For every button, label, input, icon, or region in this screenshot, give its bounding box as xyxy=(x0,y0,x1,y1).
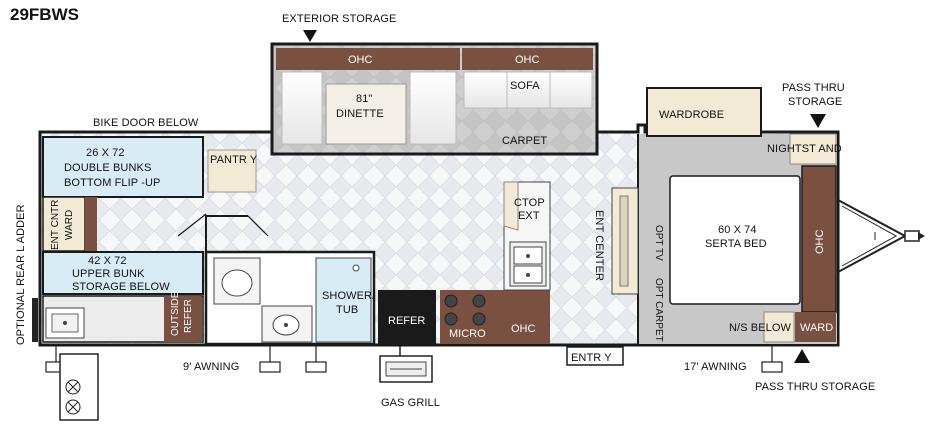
gas-grill-icon xyxy=(379,345,433,383)
sofa xyxy=(463,71,593,109)
dinette-bench-left xyxy=(281,71,323,145)
double-bunks-label: DOUBLE BUNKS xyxy=(64,162,151,174)
ohc-sofa-cabinet xyxy=(462,48,593,70)
carpet-label: CARPET xyxy=(502,135,547,147)
dinette-size-label: 81" xyxy=(356,93,372,105)
micro-label: MICRO xyxy=(449,328,486,340)
dinette-label: DINETTE xyxy=(336,108,384,120)
awning-9-label: 9' AWNING xyxy=(183,361,239,373)
ns-below-label: N/S BELOW xyxy=(729,322,792,334)
bathroom: SHOWER/ TUB xyxy=(177,213,376,346)
bedroom-ward xyxy=(795,312,836,342)
ward-bedroom-label: WARD xyxy=(800,322,833,334)
ohc-dinette-label: OHC xyxy=(348,54,373,66)
ent-cntr-ward xyxy=(42,196,86,252)
ohc-kitchen-label: OHC xyxy=(511,323,536,335)
refrigerator xyxy=(378,290,436,344)
pass-thru-top-label-1: PASS THRU xyxy=(782,82,845,94)
pass-thru-top-arrow-icon xyxy=(810,114,826,128)
kitchen-ohc xyxy=(498,290,550,344)
pantry xyxy=(207,149,257,193)
refer-label: REFER xyxy=(388,315,425,327)
double-bunks xyxy=(42,136,204,198)
ohc-dinette-cabinet xyxy=(276,48,460,70)
outside-refer-label-2: REFER xyxy=(183,299,194,333)
exterior-storage-label: EXTERIOR STORAGE xyxy=(282,13,396,25)
bottom-flip-label: BOTTOM FLIP -UP xyxy=(64,177,160,189)
ext-label: EXT xyxy=(518,210,540,222)
dinette-bench-right xyxy=(409,71,457,145)
model-name: 29FBWS xyxy=(10,5,79,24)
ward-bunk-label: WARD xyxy=(64,210,75,240)
ohc-sofa-label: OHC xyxy=(515,54,540,66)
sofa-label: SOFA xyxy=(510,80,540,92)
pass-thru-bottom-label: PASS THRU STORAGE xyxy=(755,381,875,393)
queen-bed xyxy=(669,175,801,305)
serta-bed-label: SERTA BED xyxy=(705,238,767,250)
nightstand-top xyxy=(789,133,837,165)
bedroom-ohc xyxy=(801,165,837,313)
ctop-label: CTOP xyxy=(514,197,545,209)
outside-refer xyxy=(164,296,202,342)
shower-label: SHOWER/ xyxy=(322,290,376,302)
opt-tv-label: OPT TV xyxy=(653,225,664,261)
bed-size-label: 60 X 74 xyxy=(718,224,757,236)
upper-bunk-size-label: 42 X 72 xyxy=(88,255,127,267)
nightstand-label: NIGHTST AND xyxy=(767,143,842,155)
outside-refer-label-1: OUTSIDE xyxy=(170,291,181,336)
pass-thru-top-label-2: STORAGE xyxy=(788,96,842,108)
propane-tanks-icon xyxy=(59,353,99,421)
bike-door-label: BIKE DOOR BELOW xyxy=(93,117,199,129)
upper-bunk xyxy=(42,251,204,295)
slide-out-living: OHC 81" DINETTE OHC SOFA CARPET xyxy=(270,42,599,156)
wardrobe-label: WARDROBE xyxy=(659,109,724,121)
trailer-hitch xyxy=(837,199,925,273)
ohc-bedroom-label: OHC xyxy=(814,230,826,255)
wardrobe xyxy=(646,87,762,137)
storage-below-label: STORAGE BELOW xyxy=(72,281,170,293)
entry-label: ENTR Y xyxy=(571,352,612,364)
gas-grill-label: GAS GRILL xyxy=(381,397,440,409)
pantry-label: PANTR Y xyxy=(210,154,258,166)
nightstand-bottom xyxy=(763,311,795,343)
exterior-storage-arrow-icon xyxy=(303,30,317,42)
optional-ladder-label: OPTIONAL REAR L ADDER xyxy=(15,204,27,345)
pass-thru-bottom-arrow-icon xyxy=(794,349,810,363)
upper-bunk-label: UPPER BUNK xyxy=(72,268,145,280)
dinette-table xyxy=(325,83,407,145)
opt-carpet-label: OPT CARPET xyxy=(653,278,664,342)
double-bunks-size-label: 26 X 72 xyxy=(86,147,125,159)
tub-label: TUB xyxy=(336,304,358,316)
ent-cntr-label: ENT CNTR xyxy=(50,200,61,250)
rear-ladder-icon xyxy=(32,298,38,342)
shower-tub xyxy=(315,257,372,343)
ent-center-label: ENT CENTER xyxy=(593,210,605,281)
entry-door[interactable] xyxy=(566,346,624,366)
awning-17-label: 17' AWNING xyxy=(684,361,747,373)
